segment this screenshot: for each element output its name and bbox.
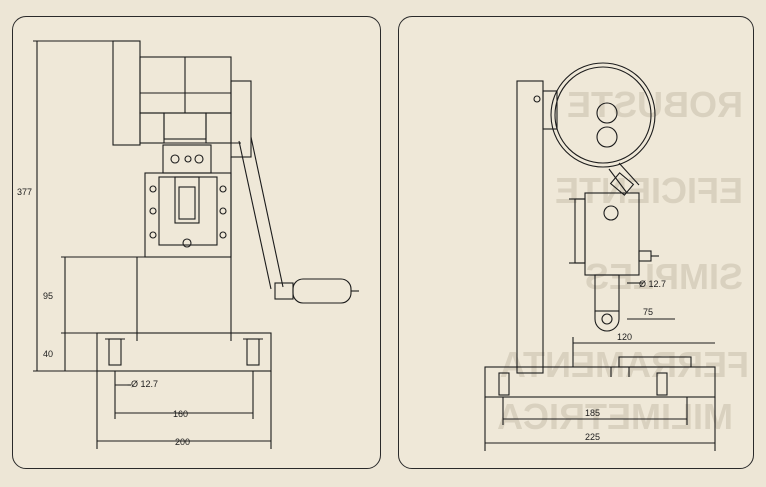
- svg-text:EFICIENTE: EFICIENTE: [555, 170, 743, 211]
- ram-block: [144, 172, 232, 258]
- dim-160-label: 160: [173, 409, 188, 419]
- dim-75-label: 75: [643, 307, 653, 317]
- dim-225-label: 225: [585, 432, 600, 442]
- front-view-drawing: 377 95 40 Ø 12.7 160 200: [17, 40, 359, 449]
- dim-95-label: 95: [43, 291, 53, 301]
- handwheel-disc: [550, 62, 656, 168]
- dim-95-line: [61, 256, 138, 333]
- ram: [594, 274, 620, 312]
- dim-40-label: 40: [43, 349, 53, 359]
- side-view-drawing: ROBUSTE EFICIENTE SIMPLES FERRAMENTA MIL…: [484, 62, 749, 451]
- hand-lever: [238, 136, 359, 304]
- lever-handle: [292, 278, 352, 304]
- dim-377-line: [33, 40, 113, 372]
- dim-40-line: [61, 332, 97, 371]
- motor-end-cap: [112, 40, 141, 146]
- press-base: [484, 366, 716, 398]
- front-view-panel: 377 95 40 Ø 12.7 160 200: [12, 16, 381, 469]
- svg-text:MILIMETRICA: MILIMETRICA: [497, 396, 733, 437]
- svg-text:SIMPLES: SIMPLES: [585, 256, 743, 297]
- bore-diameter-label: Ø 12.7: [131, 379, 158, 389]
- svg-text:FERRAMENTA: FERRAMENTA: [500, 344, 749, 385]
- dim-200-label: 200: [175, 437, 190, 447]
- spindle-head: [162, 144, 212, 174]
- bore-diameter-label: Ø 12.7: [639, 279, 666, 289]
- dim-185-label: 185: [585, 408, 600, 418]
- watermark-text: ROBUSTE EFICIENTE SIMPLES FERRAMENTA MIL…: [497, 84, 749, 437]
- side-view-panel: ROBUSTE EFICIENTE SIMPLES FERRAMENTA MIL…: [398, 16, 754, 469]
- dim-377-label: 377: [17, 187, 32, 197]
- press-base: [96, 332, 272, 372]
- column: [516, 80, 544, 374]
- dim-120-label: 120: [617, 332, 632, 342]
